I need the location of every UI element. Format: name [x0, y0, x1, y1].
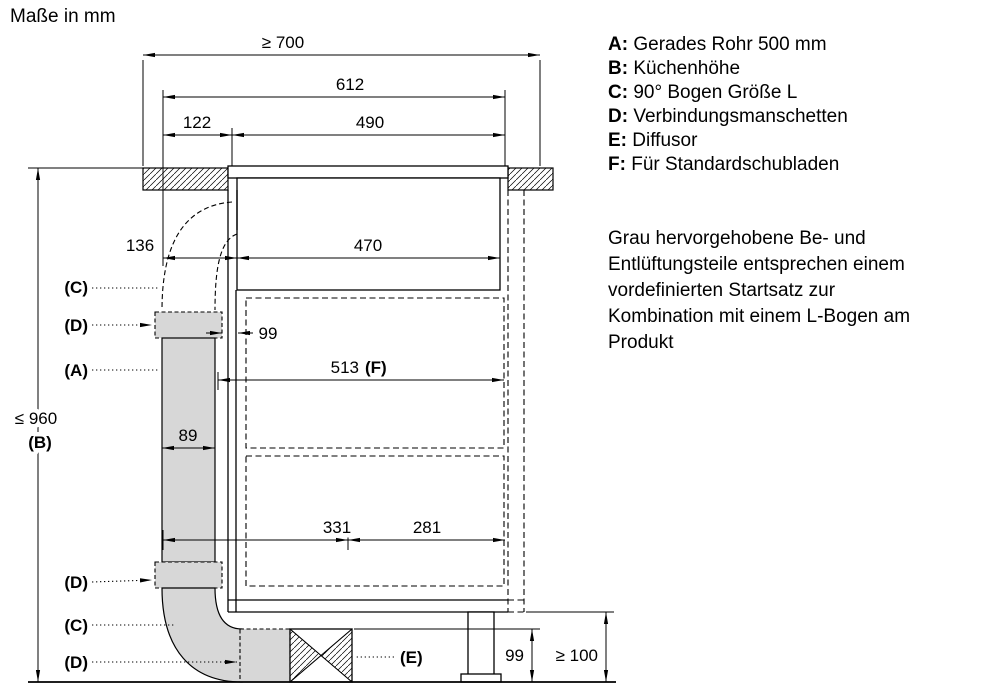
duct-elbow-bottom [161, 587, 243, 683]
drawer-upper-dashed [245, 297, 505, 449]
dim-281-label: 281 [413, 518, 441, 537]
legend-item-e: E: Diffusor [608, 129, 848, 153]
note-line-5: Produkt [608, 332, 674, 353]
diffusor [289, 628, 353, 683]
legend-key-c: C: [608, 82, 629, 103]
label-c-top: (C) [64, 278, 88, 297]
dim-513-label: 513 [331, 358, 359, 377]
cabinet-leg-foot [460, 673, 502, 683]
legend-text-f: Für Standardschubladen [631, 154, 840, 175]
duct-connector-mid [154, 561, 223, 589]
dim-122-label: 122 [183, 113, 211, 132]
dim-136-470: 136 470 [121, 232, 500, 261]
legend-text-a: Gerades Rohr 500 mm [633, 34, 827, 55]
legend-item-a: A: Gerades Rohr 500 mm [608, 33, 848, 57]
cabinet [227, 190, 525, 683]
label-d-bottom: (D) [64, 653, 88, 672]
note-paragraph: Grau hervorgehobene Be- und Entlüftungst… [608, 226, 988, 356]
duct-connector-top [154, 311, 223, 339]
legend-item-f: F: Für Standardschubladen [608, 153, 848, 177]
legend-key-a: A: [608, 34, 629, 55]
part-labels: (C) (D) (A) (D) (C) (D) (E) [64, 278, 422, 672]
legend-item-d: D: Verbindungsmanschetten [608, 105, 848, 129]
dim-100-label: ≥ 100 [556, 646, 598, 665]
dim-331-label: 331 [323, 518, 351, 537]
dim-89: 89 [162, 426, 215, 451]
label-d-top: (D) [64, 316, 88, 335]
dim-490-label: 490 [356, 113, 384, 132]
note-line-1: Grau hervorgehobene Be- und [608, 228, 866, 249]
worktop-right [507, 167, 554, 191]
duct-elbow-top-outer-dashed [161, 201, 233, 311]
dim-89-label: 89 [179, 426, 198, 445]
dim-612: 612 [162, 75, 506, 266]
dim-960-letter: (B) [28, 433, 52, 452]
legend-text-b: Küchenhöhe [633, 58, 741, 79]
note-line-4: Kombination mit einem L-Bogen am [608, 306, 911, 327]
legend-text-d: Verbindungsmanschetten [633, 106, 848, 127]
legend-text-e: Diffusor [632, 130, 698, 151]
duct-elbow-top-inner-dashed [214, 233, 238, 311]
dim-470-label: 470 [354, 236, 382, 255]
label-c-bottom: (C) [64, 616, 88, 635]
legend-key-e: E: [608, 130, 627, 151]
label-a: (A) [64, 361, 88, 380]
legend-key-b: B: [608, 58, 629, 79]
legend-item-b: B: Küchenhöhe [608, 57, 848, 81]
worktop-left [142, 167, 229, 191]
dim-612-label: 612 [336, 75, 364, 94]
dim-100: ≥ 100 [526, 611, 614, 682]
note-line-2: Entlüftungsteile entsprechen einem [608, 254, 905, 275]
dim-99-plinth: 99 [354, 628, 540, 682]
dimensions: ≥ 700 612 122 490 136 470 99 [10, 33, 614, 682]
dim-99-duct: 99 [206, 324, 277, 343]
leader-d-mid [91, 578, 153, 583]
dim-700: ≥ 700 [142, 33, 541, 166]
dim-960-label: ≤ 960 [15, 409, 57, 428]
page-title: Maße in mm [10, 6, 116, 27]
cabinet-leg [467, 611, 495, 677]
legend: A: Gerades Rohr 500 mm B: Küchenhöhe C: … [608, 33, 848, 177]
dim-99-duct-label: 99 [259, 324, 278, 343]
dim-99-plinth-label: 99 [505, 646, 524, 665]
label-e: (E) [400, 648, 423, 667]
dim-513-letter: (F) [365, 358, 387, 377]
dim-136-label: 136 [126, 236, 154, 255]
dim-331-281: 331 281 [162, 514, 505, 550]
note-line-3: vordefinierten Startsatz zur [608, 280, 836, 301]
hob-top-plate [227, 165, 509, 179]
hob [227, 165, 509, 291]
duct-connector-bottom [239, 628, 291, 683]
legend-key-f: F: [608, 154, 626, 175]
legend-text-c: 90° Bogen Größe L [633, 82, 798, 103]
label-d-mid: (D) [64, 573, 88, 592]
dim-122-490: 122 490 [163, 113, 505, 166]
duct-assembly [154, 201, 353, 683]
worktop [142, 167, 554, 191]
dim-513: 513 (F) [217, 358, 504, 390]
duct-straight-pipe [161, 337, 216, 563]
legend-item-c: C: 90° Bogen Größe L [608, 81, 848, 105]
dim-960: ≤ 960 (B) [10, 167, 143, 682]
diffusor-diagonal-2 [289, 628, 353, 683]
legend-key-d: D: [608, 106, 629, 127]
dim-700-label: ≥ 700 [262, 33, 304, 52]
hob-body [236, 177, 501, 291]
drawer-lower-dashed [245, 455, 505, 587]
